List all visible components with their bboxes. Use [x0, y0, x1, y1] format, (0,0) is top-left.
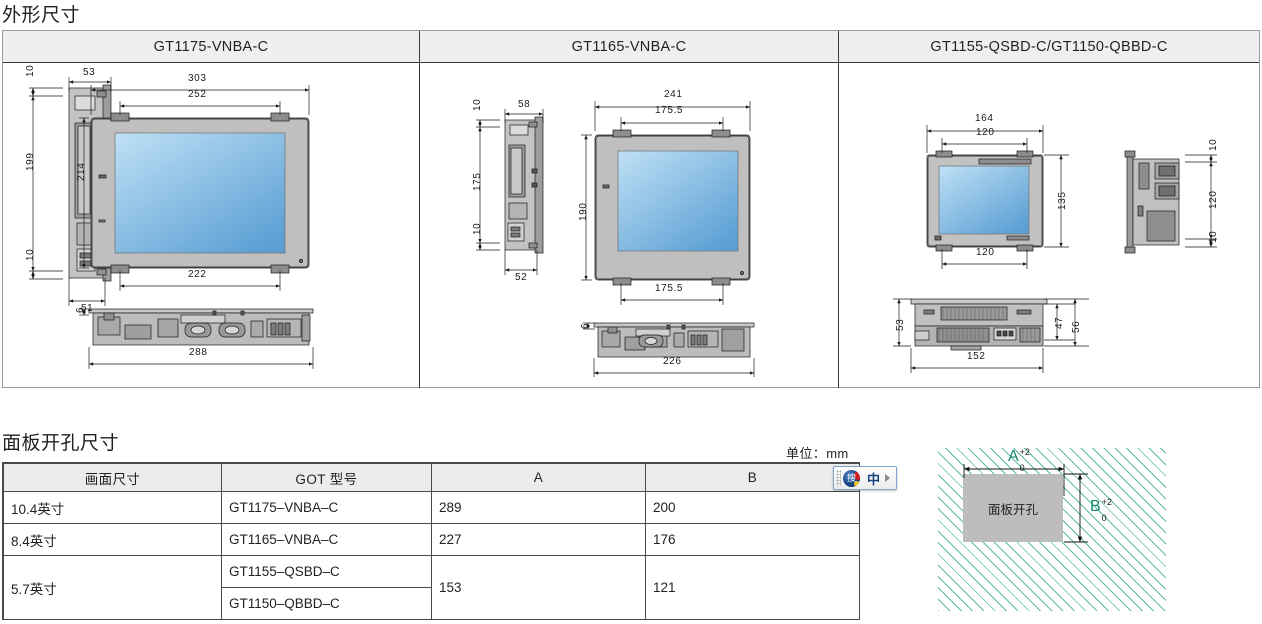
page-title-cutout: 面板开孔尺寸	[2, 433, 120, 454]
sogou-logo-icon[interactable]: 搜	[843, 469, 860, 487]
cutout-hole-rect	[963, 474, 1063, 542]
drawing-cell-gt1165: 10 175 10 58 52 241 175.5 175.5 190 6 22…	[420, 63, 839, 388]
panel-cutout-table: 画面尺寸 GOT 型号 A B 10.4英寸 GT1175–VNBA–C 289…	[2, 462, 860, 620]
gt1175-dim-mount-top: 252	[188, 89, 207, 100]
gt1155-dim-mount-bottom: 120	[976, 247, 995, 258]
gt1175-dim-body-height: 199	[25, 152, 36, 172]
table-row: 10.4英寸 GT1175–VNBA–C 289 200	[3, 491, 860, 524]
ime-floating-toolbar[interactable]: 搜 中	[833, 466, 897, 490]
cell-a-gt1155-gt1150: 153	[431, 555, 646, 620]
drawing-cell-gt1175: 10 199 10 53 51 303 252 222 214 6 288	[3, 63, 420, 388]
gt1155-dim-bottom-height-outer: 56	[1071, 320, 1082, 333]
dimension-drawing-table: GT1175-VNBA-C GT1165-VNBA-C GT1155-QSBD-…	[2, 30, 1260, 388]
gt1165-dim-top-width: 226	[663, 356, 682, 367]
cutout-dimension-lines	[963, 464, 1088, 543]
ime-mode-label[interactable]: 中	[867, 471, 881, 487]
table-row: 8.4英寸 GT1165–VNBA–C 227 176	[3, 523, 860, 556]
gt1155-dim-side-bottom-gap: 10	[1208, 230, 1219, 243]
cutout-header-screen-size: 画面尺寸	[3, 463, 222, 492]
cutout-dim-b-label: B +2 0	[1090, 497, 1112, 523]
gt1175-dim-height-total: 214	[76, 162, 87, 182]
gt1165-dim-top-gap: 10	[472, 98, 483, 111]
cell-model-gt1150: GT1150–QBBD–C	[221, 587, 432, 620]
cutout-header-got-model: GOT 型号	[221, 463, 432, 492]
gt1175-dim-depth-body: 51	[81, 303, 94, 314]
cutout-a-tol-lower: 0	[1019, 463, 1025, 473]
chevron-right-icon[interactable]	[885, 474, 891, 482]
gt1175-dim-top-width: 288	[189, 347, 208, 358]
dimension-col-header-gt1165: GT1165-VNBA-C	[420, 31, 839, 62]
gt1165-dim-depth-total: 58	[518, 99, 531, 110]
gt1175-dim-thickness: 6	[75, 306, 86, 313]
cell-screen-size-104: 10.4英寸	[3, 491, 222, 524]
gt1155-dim-bottom-height-inner: 47	[1054, 316, 1065, 329]
gt1165-dim-bottom-gap: 10	[472, 222, 483, 235]
dimension-col-header-gt1155-gt1150: GT1155-QSBD-C/GT1150-QBBD-C	[930, 38, 1168, 55]
table-row: 5.7英寸 GT1155–QSBD–C 153 121	[3, 555, 860, 620]
gt1155-dim-side-top-gap: 10	[1208, 138, 1219, 151]
gt1155-dim-height-total: 135	[1057, 191, 1068, 211]
ime-logo-red-dot	[854, 470, 860, 480]
gt1155-dim-side-body-height: 120	[1208, 190, 1219, 210]
gt1155-dim-bottom-height-left: 53	[895, 318, 906, 331]
gt1175-dim-bottom-gap: 10	[25, 248, 36, 261]
ime-logo-glyph: 搜	[846, 472, 856, 483]
units-label: 单位：mm	[786, 446, 849, 461]
gt1165-dim-mount-bottom: 175.5	[655, 283, 684, 294]
cell-screen-size-84: 8.4英寸	[3, 523, 222, 556]
gt1165-dim-depth-body: 52	[515, 272, 528, 283]
cell-b-gt1175: 200	[645, 491, 860, 524]
cell-model-gt1155: GT1155–QSBD–C	[221, 555, 432, 588]
gt1155-gt1150-drawings	[893, 125, 1217, 373]
cutout-header-a: A	[431, 463, 646, 492]
cutout-b-tol-upper: +2	[1101, 497, 1112, 507]
cutout-dim-a-label: A +2 0	[1008, 447, 1030, 473]
gt1165-dim-height-total: 190	[578, 202, 589, 222]
dimension-table-body-row: 10 199 10 53 51 303 252 222 214 6 288	[3, 63, 1259, 388]
cell-a-gt1175: 289	[431, 491, 646, 524]
panel-cutout-figure: 面板开孔 A +2 0 B +2 0	[938, 448, 1166, 611]
dimension-col-header-gt1175: GT1175-VNBA-C	[3, 31, 420, 62]
drawing-cell-gt1155-gt1150: 164 120 120 135 10 120 10 53 47 56 152	[839, 63, 1259, 388]
gt1155-dim-mount-top: 120	[976, 127, 995, 138]
ime-drag-handle[interactable]	[836, 470, 841, 486]
gt1165-dim-thickness: 6	[580, 322, 591, 329]
cell-b-gt1165: 176	[645, 523, 860, 556]
cell-model-gt1175: GT1175–VNBA–C	[221, 491, 432, 524]
gt1155-dim-width-total: 164	[975, 113, 994, 124]
gt1165-dim-body-height: 175	[472, 172, 483, 192]
cell-model-gt1165: GT1165–VNBA–C	[221, 523, 432, 556]
cutout-header-b: B	[645, 463, 860, 492]
page-title-outline: 外形尺寸	[2, 5, 81, 26]
cell-b-gt1155-gt1150: 121	[645, 555, 860, 620]
cutout-hole-label: 面板开孔	[987, 502, 1038, 517]
gt1175-dim-top-gap: 10	[25, 64, 36, 77]
gt1165-dim-mount-top: 175.5	[655, 105, 684, 116]
cell-a-gt1165: 227	[431, 523, 646, 556]
gt1165-drawings	[476, 101, 755, 377]
cutout-a-tol-upper: +2	[1019, 447, 1030, 457]
gt1175-dim-mount-bottom: 222	[188, 269, 207, 280]
table-row: GT1150–QBBD–C	[4, 587, 860, 620]
gt1165-dim-width-total: 241	[664, 89, 683, 100]
cutout-table-header-row: 画面尺寸 GOT 型号 A B	[3, 463, 860, 492]
gt1175-dim-width-total: 303	[188, 73, 207, 84]
gt1175-drawings	[29, 77, 314, 369]
gt1175-dim-depth-total: 53	[83, 67, 96, 78]
ime-logo-yellow-dot	[854, 480, 860, 487]
dimension-table-header-row: GT1175-VNBA-C GT1165-VNBA-C GT1155-QSBD-…	[3, 31, 1259, 63]
cell-screen-size-57: 5.7英寸	[3, 555, 222, 620]
cutout-b-tol-lower: 0	[1101, 513, 1107, 523]
gt1155-dim-bottom-width: 152	[967, 351, 986, 362]
